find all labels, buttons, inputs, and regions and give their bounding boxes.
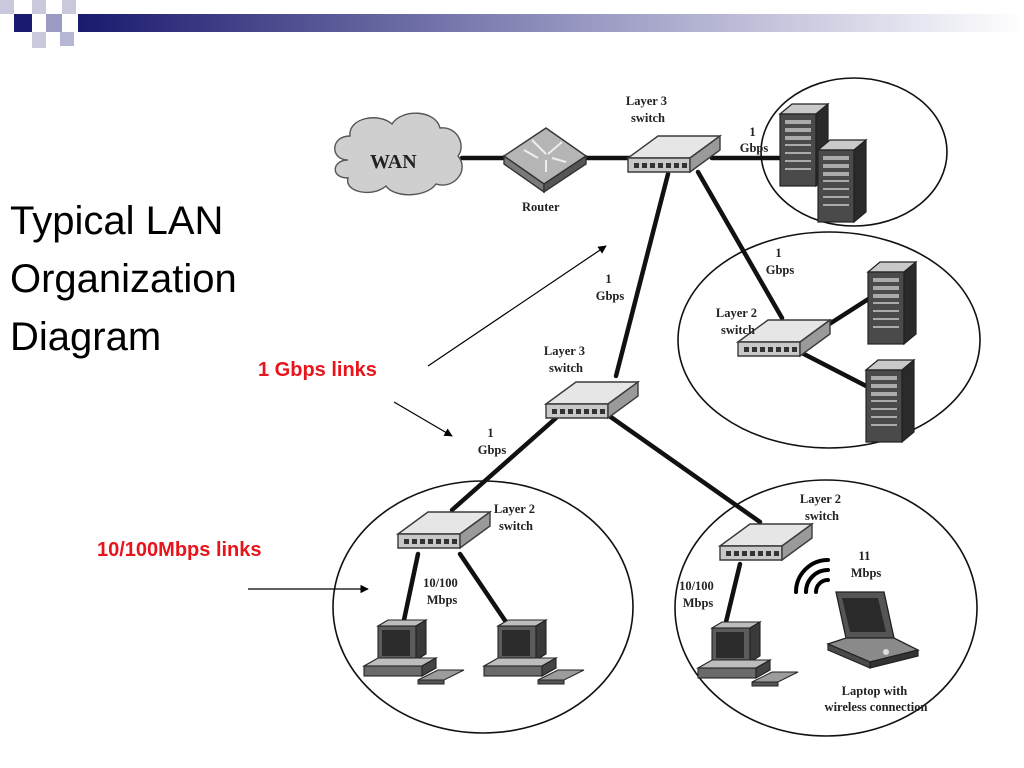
core-server-switch-link [695, 169, 785, 321]
core-mid-link-label: 1 Gbps [596, 272, 625, 303]
router-icon [502, 127, 588, 194]
title-line-1: Typical LAN [10, 199, 224, 243]
right-pc-link [723, 561, 743, 625]
mid-right-link [595, 405, 763, 525]
server-cluster-circle [760, 77, 948, 227]
left-switch-label: Layer 2 switch [494, 502, 538, 533]
left-switch-icon [397, 511, 491, 549]
wan-cloud-icon [334, 112, 463, 196]
callout-gbps-links: 1 Gbps links [258, 359, 377, 381]
callout-mbps-links: 10/100Mbps links [97, 539, 262, 561]
mid-switch-icon [545, 381, 639, 419]
core-switch-icon [627, 135, 721, 173]
right-lan-circle [674, 479, 978, 737]
left-pc2-link [457, 551, 509, 625]
mid-switch-label: Layer 3 switch [544, 344, 588, 375]
desktop-pc-icon [483, 619, 585, 685]
title-line-2: Organization [10, 257, 237, 301]
router-label: Router [522, 200, 560, 214]
slide-title: Typical LAN Organization Diagram [10, 192, 290, 366]
wan-label: WAN [370, 151, 417, 173]
right-switch-label: Layer 2 switch [800, 492, 844, 523]
wireless-signal-icon [794, 558, 830, 594]
server-icon [867, 261, 917, 345]
core-switch-label: Layer 3 switch [626, 94, 670, 125]
desktop-pc-icon [697, 621, 799, 687]
gbps-arrow-down [393, 401, 453, 437]
laptop-label: Laptop with wireless connection [825, 684, 928, 714]
core-mid-link [613, 171, 671, 379]
core-server-link-label: 1 Gbps [740, 125, 769, 155]
server-switch-server2-link [797, 349, 873, 391]
core-server-switch-link-label: 1 Gbps [766, 246, 795, 277]
gbps-arrow-up [427, 245, 607, 367]
left-pc-link-label: 10/100 Mbps [423, 576, 461, 607]
right-switch-icon [719, 523, 813, 561]
left-pc1-link [401, 551, 421, 623]
desktop-pc-icon [363, 619, 465, 685]
server-switch-cluster-circle [677, 231, 981, 449]
mid-left-link [449, 415, 559, 513]
mid-left-link-label: 1 Gbps [478, 426, 507, 457]
right-pc-link-label: 10/100 Mbps [679, 579, 717, 610]
laptop-icon [826, 591, 920, 669]
title-line-3: Diagram [10, 315, 162, 359]
header-decoration [0, 0, 1024, 48]
server-icon [865, 359, 915, 443]
wireless-link-label: 11 Mbps [851, 549, 882, 580]
server-icon [817, 139, 867, 223]
server-switch-label: Layer 2 switch [716, 306, 760, 337]
